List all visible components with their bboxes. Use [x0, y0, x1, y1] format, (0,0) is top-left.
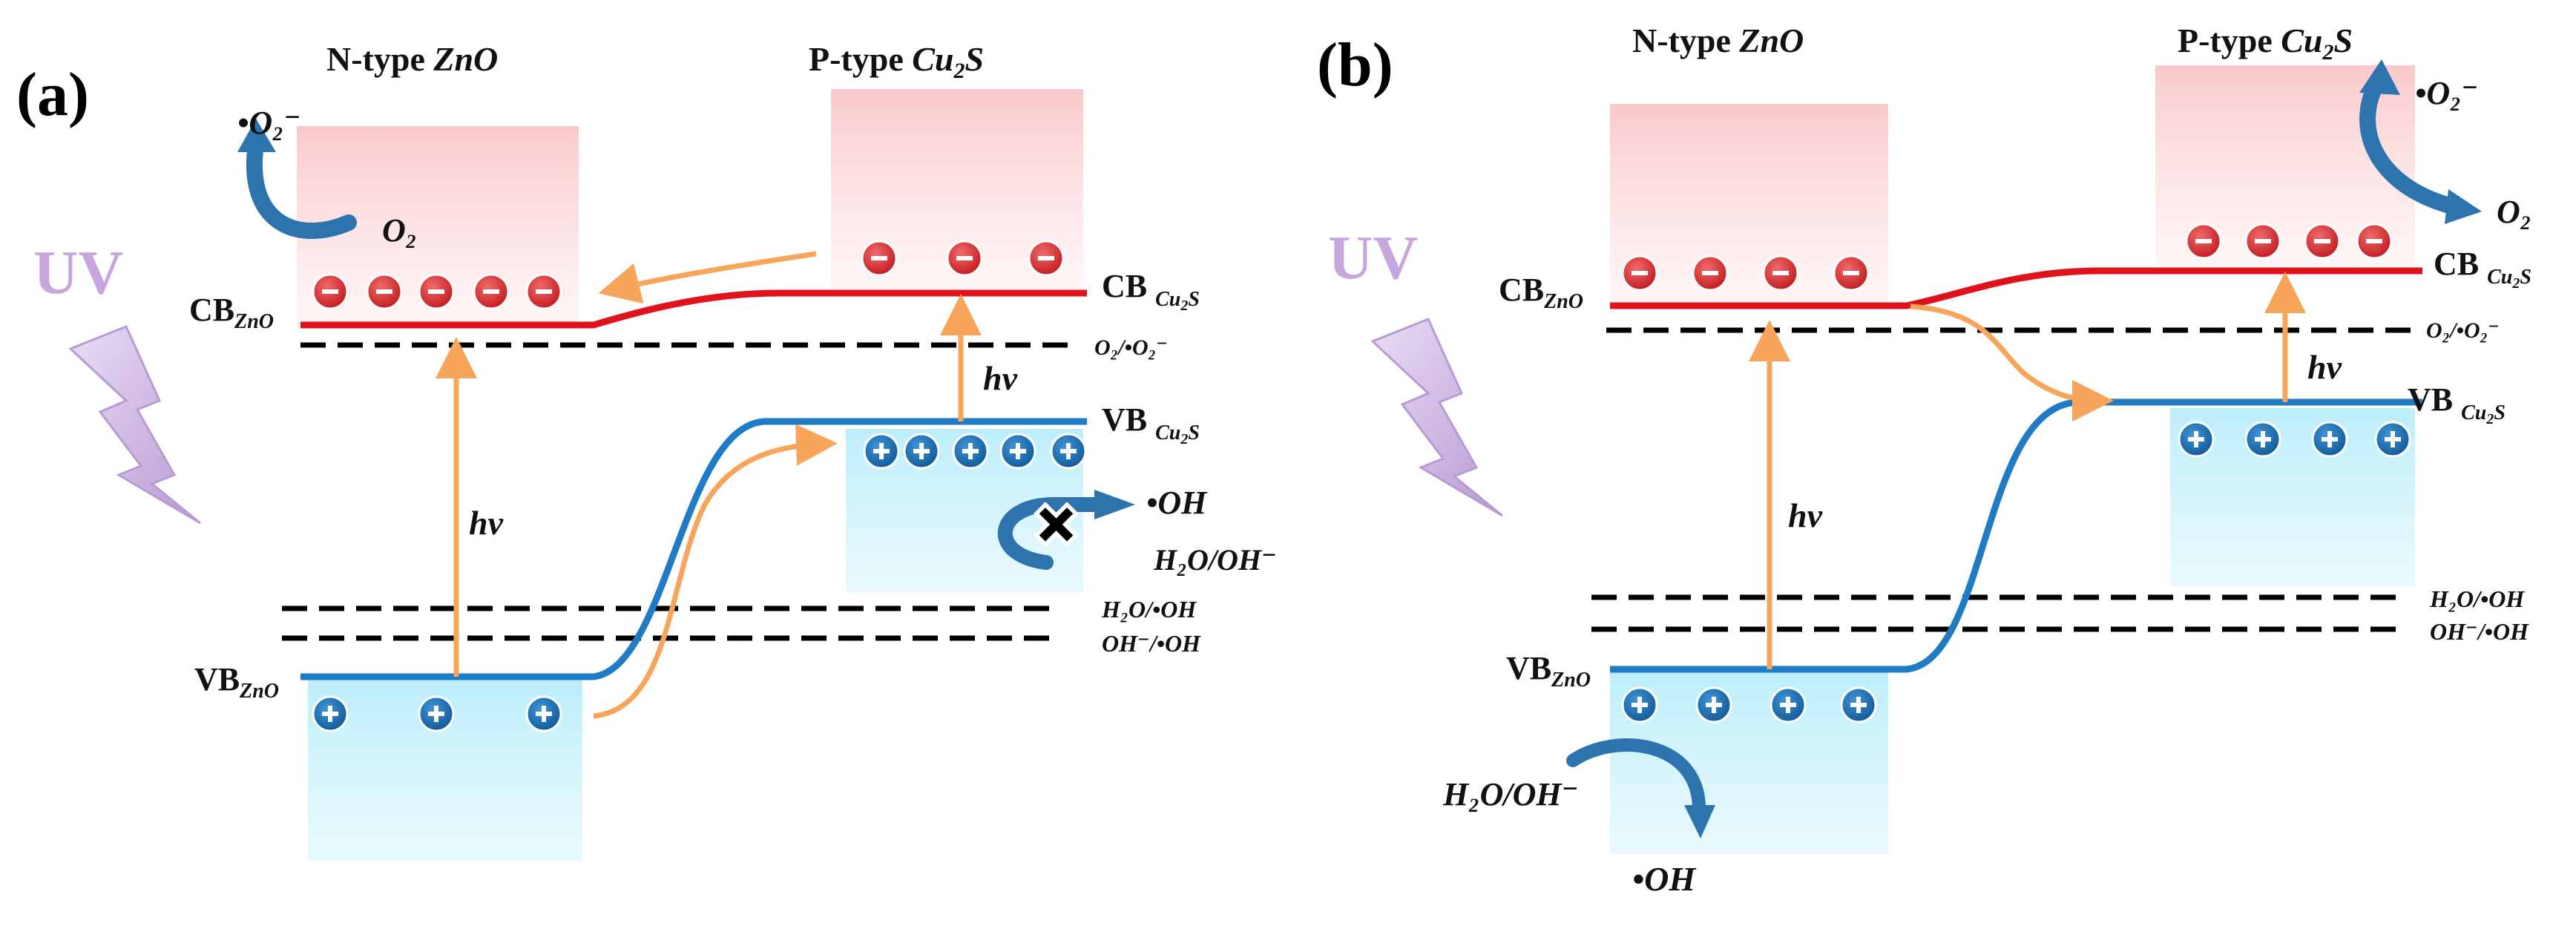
hole — [999, 433, 1036, 470]
electron — [2244, 223, 2281, 260]
panel-b-zno-holes — [1621, 686, 1877, 723]
panel-a-hv-left: hv — [469, 504, 504, 542]
panel-a-ptype-title: P-type Cu2S — [809, 40, 984, 83]
panel-b-o2-level-label: O₂/•O₂⁻ — [2426, 318, 2500, 343]
panel-a-cu2s-electrons — [861, 240, 1065, 277]
electron — [1762, 255, 1799, 292]
panel-b-superoxide-arrowhead-upper — [2359, 59, 2400, 95]
panel-a-cb-line — [300, 289, 1087, 329]
electron — [861, 240, 898, 277]
panel-b-vb-cu2s-label: VB Cu2S — [2408, 381, 2506, 427]
panel-a: (a) N-type ZnO P-type Cu2S CBZnO VBZnO C… — [16, 40, 1277, 861]
panel-a-vb-line — [300, 418, 1087, 680]
panel-a-hydroxyl-arrow — [998, 497, 1105, 570]
hole — [903, 433, 940, 470]
hole — [525, 695, 562, 732]
panel-b-cu2s-electrons — [2185, 223, 2393, 260]
panel-b-hydroxyl-label: •OH — [1632, 860, 1696, 898]
hole — [2374, 421, 2411, 458]
panel-b-ntype-title: N-type ZnO — [1632, 22, 1804, 59]
panel-b-cu2s-holes — [2178, 421, 2411, 458]
panel-a-lightning-icon — [68, 325, 201, 525]
electron — [2356, 223, 2393, 260]
panel-a-ntype-title: N-type ZnO — [326, 40, 498, 78]
electron — [312, 273, 349, 310]
panel-b-lightning-icon — [1370, 318, 1503, 517]
panel-a-hv-right: hv — [983, 359, 1018, 397]
panel-b-cb-cu2s-label: CB Cu2S — [2434, 246, 2531, 292]
panel-b-cb-line — [1610, 267, 2422, 309]
panel-b-vb-zno-label: VBZnO — [1506, 650, 1591, 692]
hole — [1050, 433, 1087, 470]
hole — [2178, 421, 2215, 458]
panel-a-zno-holes — [312, 695, 562, 732]
hole — [1770, 686, 1807, 723]
electron — [1028, 240, 1065, 277]
panel-b-vb-line — [1610, 398, 2422, 673]
panel-b-water-label: H₂O/OH⁻ — [1442, 776, 1579, 813]
panel-b-charge-transfer-arrow — [1910, 303, 2114, 421]
panel-b-ptype-title: P-type Cu2S — [2178, 22, 2353, 65]
panel-a-h2o-level-label: H₂O/•OH — [1101, 596, 1197, 623]
hole — [418, 695, 455, 732]
panel-a-superoxide-arrowhead — [237, 119, 276, 152]
panel-a-label: (a) — [16, 60, 89, 129]
electron — [2185, 223, 2222, 260]
panel-a-o2-level-label: O₂/•O₂⁻ — [1094, 335, 1168, 360]
panel-b-superoxide-label: •O₂⁻ — [2415, 75, 2479, 111]
panel-a-uv-label: UV — [33, 238, 123, 307]
panel-a-cb-cu2s-label: CB Cu2S — [1102, 268, 1200, 314]
electron — [2304, 223, 2341, 260]
electron — [418, 273, 455, 310]
panel-b-zno-electrons — [1621, 255, 1870, 292]
panel-b-uv-label: UV — [1328, 223, 1418, 292]
hole — [2311, 421, 2348, 458]
hole — [1840, 686, 1877, 723]
panel-b-hv-right: hv — [2307, 348, 2342, 386]
electron — [473, 273, 510, 310]
electron — [525, 273, 562, 310]
electron — [1833, 255, 1870, 292]
panel-b-label: (b) — [1317, 30, 1393, 99]
panel-b-hydroxyl-arrow — [1566, 738, 1706, 815]
panel-a-vb-cu2s-label: VB Cu2S — [1102, 401, 1200, 447]
panel-a-cu2s-holes — [863, 433, 1087, 470]
panel-a-vb-zno-label: VBZnO — [194, 661, 279, 703]
panel-a-superoxide-label: •O₂⁻ — [237, 105, 301, 141]
panel-a-superoxide-arrow — [246, 137, 357, 240]
panel-a-zno-electrons — [312, 273, 562, 310]
panel-b-oh-level-label: OH⁻/•OH — [2430, 618, 2529, 645]
hole — [863, 433, 900, 470]
hole — [1621, 686, 1658, 723]
panel-a-blocked-mark-icon: ✖ — [1031, 494, 1081, 559]
electron — [366, 273, 403, 310]
hole — [312, 695, 349, 732]
panel-b-cb-zno-label: CBZnO — [1499, 272, 1583, 313]
electron — [946, 240, 983, 277]
electron — [1692, 255, 1729, 292]
hole — [952, 433, 989, 470]
panel-a-water-label: H₂O/OH⁻ — [1153, 543, 1277, 577]
panel-b-hv-left: hv — [1788, 496, 1823, 534]
panel-a-oxygen-label: O₂ — [382, 212, 417, 249]
panel-b-oxygen-label: O₂ — [2497, 194, 2531, 230]
panel-a-hydroxyl-label: •OH — [1146, 485, 1208, 521]
panel-a-hole-transfer-arrow — [593, 424, 838, 719]
hole — [1695, 686, 1732, 723]
panel-b: (b) N-type ZnO P-type Cu2S CBZnO VBZnO C… — [1317, 22, 2531, 898]
panel-a-hydroxyl-arrowhead — [1094, 490, 1135, 519]
panel-a-electron-transfer-arrow — [598, 251, 817, 304]
panel-b-superoxide-arrowhead-lower — [2445, 189, 2482, 224]
electron — [1621, 255, 1658, 292]
panel-a-cb-zno-label: CBZnO — [189, 292, 274, 333]
panel-b-h2o-level-label: H₂O/•OH — [2429, 585, 2525, 612]
panel-a-oh-level-label: OH⁻/•OH — [1102, 630, 1201, 657]
hole — [2244, 421, 2281, 458]
panel-b-superoxide-arrow — [2359, 73, 2460, 214]
panel-b-hydroxyl-arrowhead — [1684, 805, 1715, 838]
